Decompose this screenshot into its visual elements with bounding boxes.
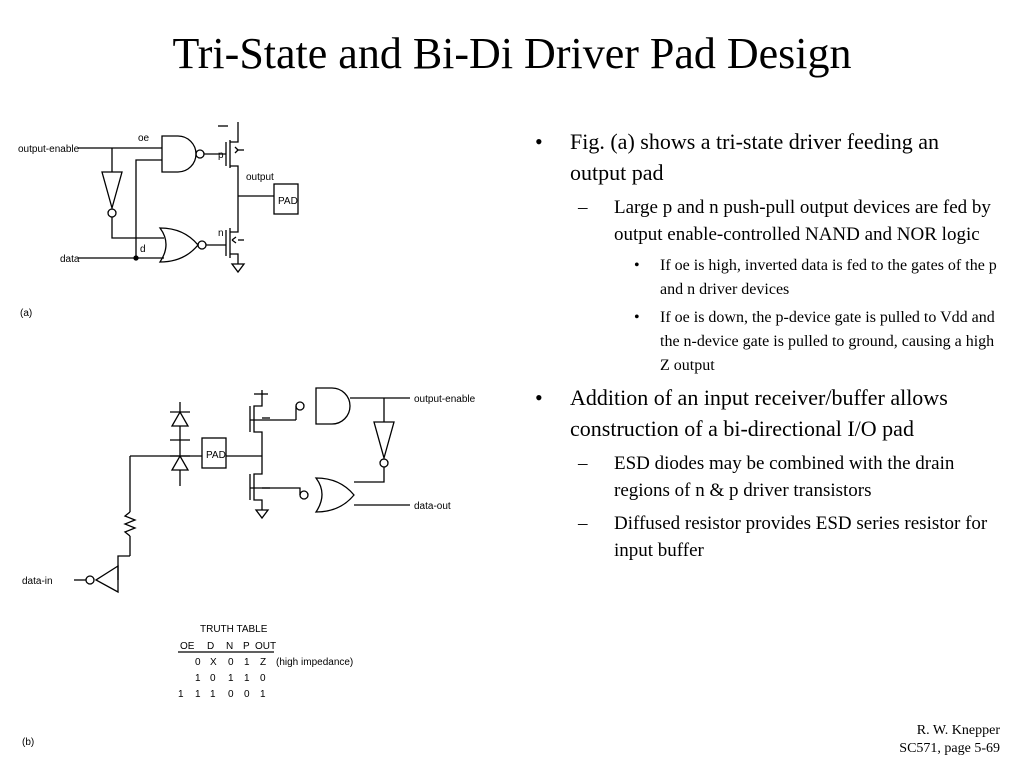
circuit-figure: output-enable oe data d p n output PAD (… xyxy=(0,110,510,768)
slide-title: Tri-State and Bi-Di Driver Pad Design xyxy=(172,29,852,78)
truth-table-cell: 1 xyxy=(228,673,234,684)
truth-table-cell: 0 xyxy=(195,657,201,668)
fig-a-caption: (a) xyxy=(20,308,32,319)
figure-a-schematic xyxy=(78,122,299,274)
bullet-item: Addition of an input receiver/buffer all… xyxy=(530,382,1000,444)
truth-table-header-oe: OE xyxy=(180,641,195,652)
fig-b-data-in-label: data-in xyxy=(22,576,53,587)
footer-author: R. W. Knepper xyxy=(916,723,1000,738)
fig-b-pad-label: PAD xyxy=(206,450,226,461)
truth-table-cell: Z xyxy=(260,657,266,668)
truth-table-note: (high impedance) xyxy=(276,657,353,668)
fig-b-caption: (b) xyxy=(22,737,34,748)
truth-table-header-p: P xyxy=(243,641,250,652)
bullet-item: Fig. (a) shows a tri-state driver feedin… xyxy=(530,126,1000,188)
circuit-diagram: output-enable oe data d p n output PAD (… xyxy=(18,122,476,748)
fig-a-n-label: n xyxy=(218,228,224,239)
fig-b-data-out-label: data-out xyxy=(414,501,451,512)
slide-footer: R. W. Knepper SC571, page 5-69 xyxy=(899,722,1000,758)
truth-table-cell: X xyxy=(210,657,217,668)
sub-bullet-item: Diffused resistor provides ESD series re… xyxy=(530,510,1000,564)
truth-table-cell: 1 xyxy=(210,689,216,700)
truth-table-row3-prefix: 1 xyxy=(178,689,184,700)
truth-table-header-out: OUT xyxy=(255,641,276,652)
truth-table-cell: 0 xyxy=(244,689,250,700)
truth-table-header-n: N xyxy=(226,641,233,652)
fig-a-output-label: output xyxy=(246,172,274,183)
truth-table-cell: 1 xyxy=(260,689,266,700)
footer-page: SC571, page 5-69 xyxy=(899,741,1000,756)
truth-table: TRUTH TABLE OE D N P OUT 0 X 0 1 Z (high… xyxy=(178,624,353,700)
sub-sub-bullet-item: If oe is down, the p-device gate is pull… xyxy=(530,306,1000,378)
truth-table-cell: 1 xyxy=(244,673,250,684)
fig-a-data-label: data xyxy=(60,254,80,265)
truth-table-header-d: D xyxy=(207,641,214,652)
truth-table-cell: 0 xyxy=(260,673,266,684)
sub-bullet-item: Large p and n push-pull output devices a… xyxy=(530,194,1000,248)
sub-bullet-item: ESD diodes may be combined with the drai… xyxy=(530,450,1000,504)
truth-table-cell: 1 xyxy=(244,657,250,668)
fig-a-p-label: p xyxy=(218,150,224,161)
figure-b-schematic xyxy=(74,387,410,594)
fig-a-pad-label: PAD xyxy=(278,196,298,207)
truth-table-cell: 1 xyxy=(195,673,201,684)
fig-a-d-label: d xyxy=(140,244,146,255)
truth-table-cell: 0 xyxy=(228,657,234,668)
sub-sub-bullet-item: If oe is high, inverted data is fed to t… xyxy=(530,254,1000,302)
truth-table-cell: 0 xyxy=(210,673,216,684)
truth-table-cell: 0 xyxy=(228,689,234,700)
fig-a-output-enable-label: output-enable xyxy=(18,144,80,155)
fig-b-output-enable-label: output-enable xyxy=(414,394,476,405)
fig-a-oe-label: oe xyxy=(138,133,150,144)
truth-table-cell: 1 xyxy=(195,689,201,700)
truth-table-title: TRUTH TABLE xyxy=(200,624,268,635)
bullet-list: Fig. (a) shows a tri-state driver feedin… xyxy=(530,126,1000,570)
